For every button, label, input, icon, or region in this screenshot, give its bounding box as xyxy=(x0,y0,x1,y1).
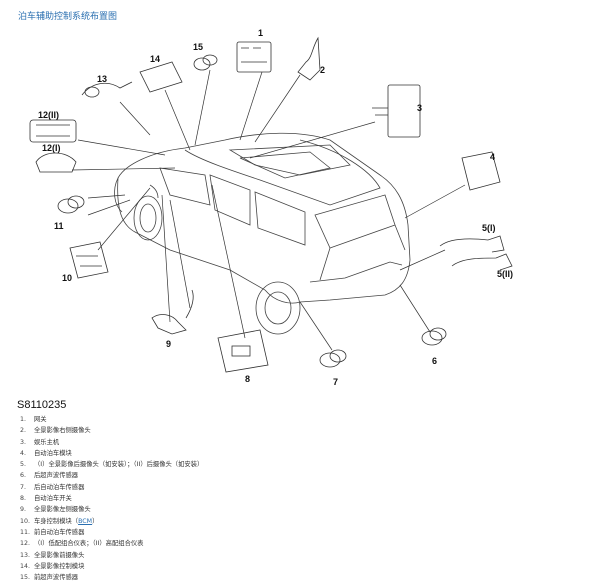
legend-item: 12.（I）低配组合仪表；（II）高配组合仪表 xyxy=(20,540,144,548)
callout-3: 3 xyxy=(417,103,422,113)
leader-lines xyxy=(71,69,466,351)
legend-item: 3.娱乐主机 xyxy=(20,438,60,446)
parking-assist-layout-diagram: 1 2 3 4 5(I) 5(II) 6 7 8 9 10 11 12(I) 1… xyxy=(29,28,513,387)
callout-15: 15 xyxy=(193,42,203,52)
callout-4: 4 xyxy=(490,152,495,162)
legend-item: 4.自动泊车模块 xyxy=(20,449,72,457)
callout-1: 1 xyxy=(258,28,263,38)
callout-5-i: 5(I) xyxy=(482,223,496,233)
callout-labels: 1 2 3 4 5(I) 5(II) 6 7 8 9 10 11 12(I) 1… xyxy=(38,28,513,387)
legend-item: 14.全景影像控制模块 xyxy=(20,562,85,570)
callout-9: 9 xyxy=(166,339,171,349)
bcm-link[interactable]: BCM xyxy=(78,517,93,525)
legend-item: 6.后超声波传感器 xyxy=(20,472,79,480)
legend-item: 8.自动泊车开关 xyxy=(20,495,72,503)
callout-2: 2 xyxy=(320,65,325,75)
legend-item: 7.后自动泊车传感器 xyxy=(20,483,85,491)
callout-12-i: 12(I) xyxy=(42,143,61,153)
legend-item: 9.全景影像左侧摄像头 xyxy=(20,506,91,514)
legend-item: 11.前自动泊车传感器 xyxy=(20,528,85,536)
legend-item: 2.全景影像右侧摄像头 xyxy=(20,427,91,435)
legend-list: 1.网关 2.全景影像右侧摄像头 3.娱乐主机 4.自动泊车模块 5.（I）全景… xyxy=(20,414,203,583)
callout-12-ii: 12(II) xyxy=(38,110,59,120)
callout-11: 11 xyxy=(54,221,64,231)
callout-5-ii: 5(II) xyxy=(497,269,513,279)
callout-14: 14 xyxy=(150,54,160,64)
figure-code: S8110235 xyxy=(17,399,67,411)
callout-6: 6 xyxy=(432,356,437,366)
callout-8: 8 xyxy=(245,374,250,384)
component-sketches xyxy=(29,36,513,373)
vehicle-outline xyxy=(114,132,411,335)
callout-10: 10 xyxy=(62,273,72,283)
page-title: 泊车辅助控制系统布置图 xyxy=(18,12,118,22)
callout-13: 13 xyxy=(97,74,107,84)
callout-7: 7 xyxy=(333,377,338,387)
legend-item: 1.网关 xyxy=(20,416,47,423)
legend-item: 10.车身控制模块（BCM） xyxy=(20,517,99,525)
legend-item: 13.全景影像前摄像头 xyxy=(20,551,85,559)
legend-item: 15.前超声波传感器 xyxy=(20,574,79,582)
legend-item: 5.（I）全景影像后摄像头（如安装）；（II）后摄像头（如安装） xyxy=(20,461,204,469)
